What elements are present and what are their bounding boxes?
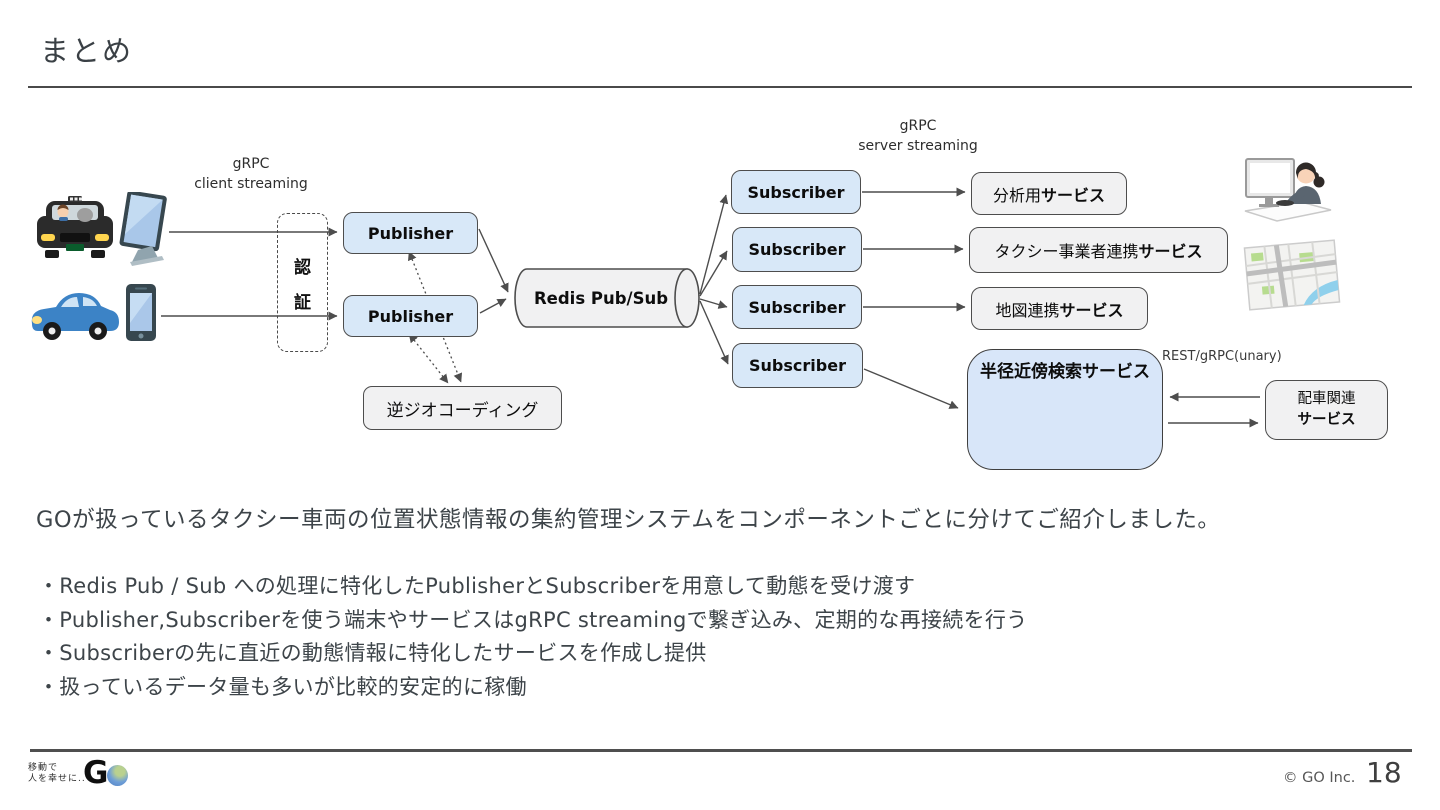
taxi-biz-service-node: タクシー事業者連携サービス — [969, 227, 1228, 273]
brand-tagline-line1: 移動で — [28, 763, 59, 773]
go-logo: G — [83, 755, 109, 791]
arrow-subscriber4-to-radius — [863, 368, 959, 409]
summary-lead: GOが扱っているタクシー車両の位置状態情報の集約管理システムをコンポーネントごと… — [36, 507, 1221, 533]
server-streaming-line1: gRPC — [899, 118, 937, 134]
map-service-suffix: サービス — [1059, 300, 1124, 320]
reverse-geocoding-node: 逆ジオコーディング — [363, 386, 562, 430]
page-number: 18 — [1366, 756, 1402, 789]
summary-bullet-4: ・扱っているデータ量も多いが比較的安定的に稼働 — [38, 674, 527, 699]
dispatch-service-line2: サービス — [1297, 412, 1356, 428]
footer-divider — [30, 749, 1412, 752]
auth-char-1: 認 — [294, 257, 311, 278]
client-streaming-line1: gRPC — [232, 156, 270, 172]
arrow-redis-to-subscriber2 — [699, 250, 728, 297]
redis-cylinder-icon — [514, 268, 700, 328]
brand-tagline-line2: 人を幸せに.. — [28, 774, 86, 784]
client-streaming-line2: client streaming — [194, 175, 308, 192]
map-icon — [1243, 239, 1341, 311]
arrow-redis-to-subscriber4 — [699, 300, 729, 365]
rest-grpc-label: REST/gRPC(unary) — [1162, 349, 1282, 364]
map-service-name: 地図連携 — [995, 300, 1060, 320]
radius-search-service-node: 半径近傍検索サービス — [967, 349, 1163, 470]
analysis-service-name: 分析用 — [992, 185, 1041, 205]
taxi-biz-service-name: タクシー事業者連携 — [994, 242, 1139, 261]
dispatch-service-node: 配車関連 サービス — [1265, 380, 1388, 440]
auth-node: 認 証 — [277, 213, 328, 352]
publisher1-node: Publisher — [343, 212, 478, 254]
subscriber2-node: Subscriber — [732, 227, 862, 272]
go-logo-globe-icon — [107, 765, 128, 786]
summary-bullets: ・Redis Pub / Sub への処理に特化したPublisherとSubs… — [38, 570, 1027, 704]
subscriber1-node: Subscriber — [731, 170, 861, 214]
subscriber3-node: Subscriber — [732, 285, 862, 329]
page-title: まとめ — [40, 34, 134, 68]
taxi-biz-service-suffix: サービス — [1138, 242, 1203, 261]
client-streaming-label: gRPC client streaming — [178, 155, 324, 194]
summary-bullet-2: ・Publisher,Subscriberを使う端末やサービスはgRPC str… — [38, 607, 1028, 632]
redis-pubsub-label: Redis Pub/Sub — [533, 289, 669, 308]
summary-bullet-1: ・Redis Pub / Sub への処理に特化したPublisherとSubs… — [38, 574, 916, 598]
auth-char-2: 証 — [294, 292, 311, 313]
car-icon — [31, 293, 119, 340]
server-streaming-label: gRPC server streaming — [838, 117, 998, 156]
subscriber4-node: Subscriber — [732, 343, 863, 388]
analysis-service-suffix: サービス — [1041, 185, 1106, 205]
tablet-icon — [119, 192, 167, 266]
arrow-publisher2-to-redis — [479, 298, 507, 314]
arrow-publisher1-to-redis — [478, 228, 509, 293]
dispatch-service-line1: 配車関連 — [1297, 391, 1356, 407]
taxi-icon — [37, 196, 113, 258]
brand-tagline: 移動で 人を幸せに.. — [28, 763, 86, 785]
arrow-redis-to-subscriber3 — [699, 298, 728, 309]
map-service-node: 地図連携サービス — [971, 287, 1148, 330]
summary-bullet-3: ・Subscriberの先に直近の動態情報に特化したサービスを作成し提供 — [38, 641, 707, 665]
title-divider — [28, 86, 1412, 88]
smartphone-icon — [126, 284, 156, 341]
copyright-text: © GO Inc. — [1283, 770, 1356, 786]
dotted-arrow-publisher2-revgeo — [408, 333, 449, 384]
radius-search-service-label: 半径近傍検索サービス — [980, 362, 1150, 382]
server-streaming-line2: server streaming — [858, 137, 978, 154]
publisher2-node: Publisher — [343, 295, 478, 337]
operator-at-pc-icon — [1244, 158, 1332, 222]
analysis-service-node: 分析用サービス — [971, 172, 1127, 215]
arrow-redis-to-subscriber1 — [699, 194, 729, 295]
